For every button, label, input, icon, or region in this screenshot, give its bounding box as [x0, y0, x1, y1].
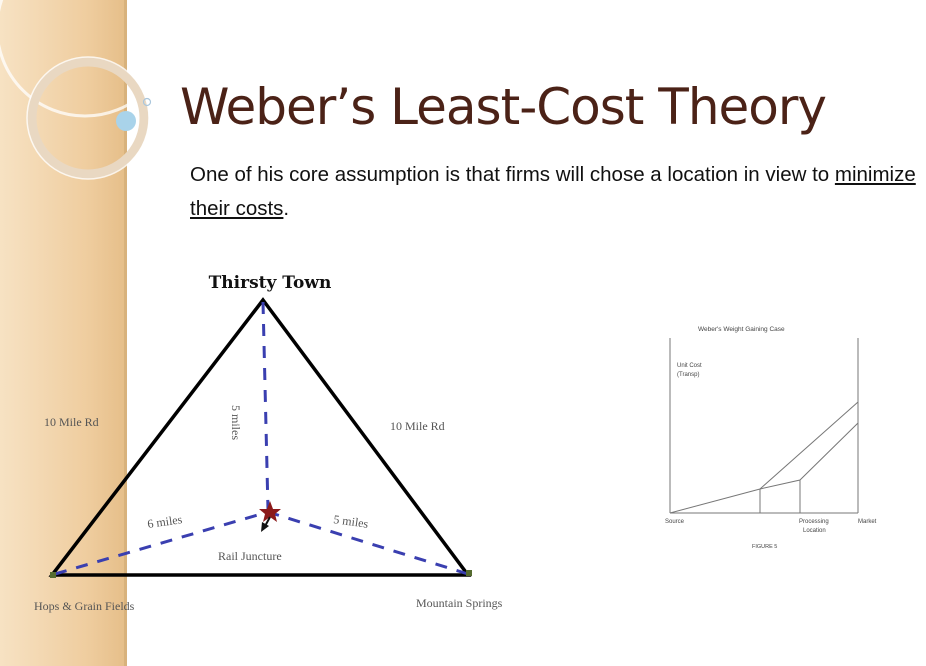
- decorative-circles: [0, 0, 175, 180]
- graph-y-label-2: (Transp): [677, 372, 699, 378]
- graph-title: Weber's Weight Gaining Case: [698, 326, 785, 333]
- deco-ring-large: [0, 0, 175, 118]
- slide-title: Weber’s Least-Cost Theory: [180, 78, 827, 136]
- juncture-arrowhead: [261, 522, 269, 532]
- location-triangle-diagram: Thirsty Town 10 Mile Rd 10 Mile Rd 5 mil…: [34, 273, 503, 613]
- graph-cost-line-lower: [669, 422, 859, 514]
- subtitle-text: One of his core assumption is that firms…: [190, 163, 835, 186]
- graph-processing-label-2: Location: [803, 528, 826, 534]
- decorative-side-band: [0, 0, 124, 666]
- dashed-line-top: [261, 301, 270, 511]
- right-distance-label: 5 miles: [333, 512, 370, 531]
- right-road-label: 10 Mile Rd: [390, 419, 445, 433]
- subtitle-end: .: [283, 197, 290, 220]
- side-band-edge: [124, 0, 127, 666]
- graph-market-label: Market: [858, 519, 877, 525]
- graph-cost-line-upper: [759, 401, 859, 490]
- juncture-star: [259, 501, 281, 522]
- graph-caption: FIGURE 5: [752, 544, 777, 550]
- deco-bubble-blue: [116, 111, 136, 131]
- left-vertex-marker: [50, 572, 56, 578]
- rail-juncture-label: Rail Juncture: [218, 549, 282, 563]
- mountain-springs-label: Mountain Springs: [416, 596, 503, 610]
- right-vertex-marker: [466, 570, 472, 576]
- dashed-line-left: [54, 510, 269, 576]
- weight-gaining-graph: Weber's Weight Gaining Case Unit Cost (T…: [665, 326, 877, 550]
- triangle-outline: [48, 297, 472, 577]
- graph-processing-label-1: Processing: [799, 519, 829, 525]
- subtitle-underlined-text: minimize their costs: [190, 163, 916, 220]
- left-distance-label: 6 miles: [146, 512, 183, 531]
- deco-ring-outline: [26, 56, 150, 180]
- slide-subtitle: One of his core assumption is that firms…: [190, 158, 920, 226]
- top-distance-label: 5 miles: [229, 405, 243, 440]
- deco-ring-inner: [27, 57, 149, 179]
- graph-source-label: Source: [665, 519, 685, 525]
- thirsty-town-label: Thirsty Town: [209, 273, 332, 293]
- deco-bubble-small: [142, 97, 152, 107]
- hops-fields-label: Hops & Grain Fields: [34, 599, 135, 613]
- left-road-label: 10 Mile Rd: [44, 415, 99, 429]
- graph-y-label-1: Unit Cost: [677, 363, 702, 369]
